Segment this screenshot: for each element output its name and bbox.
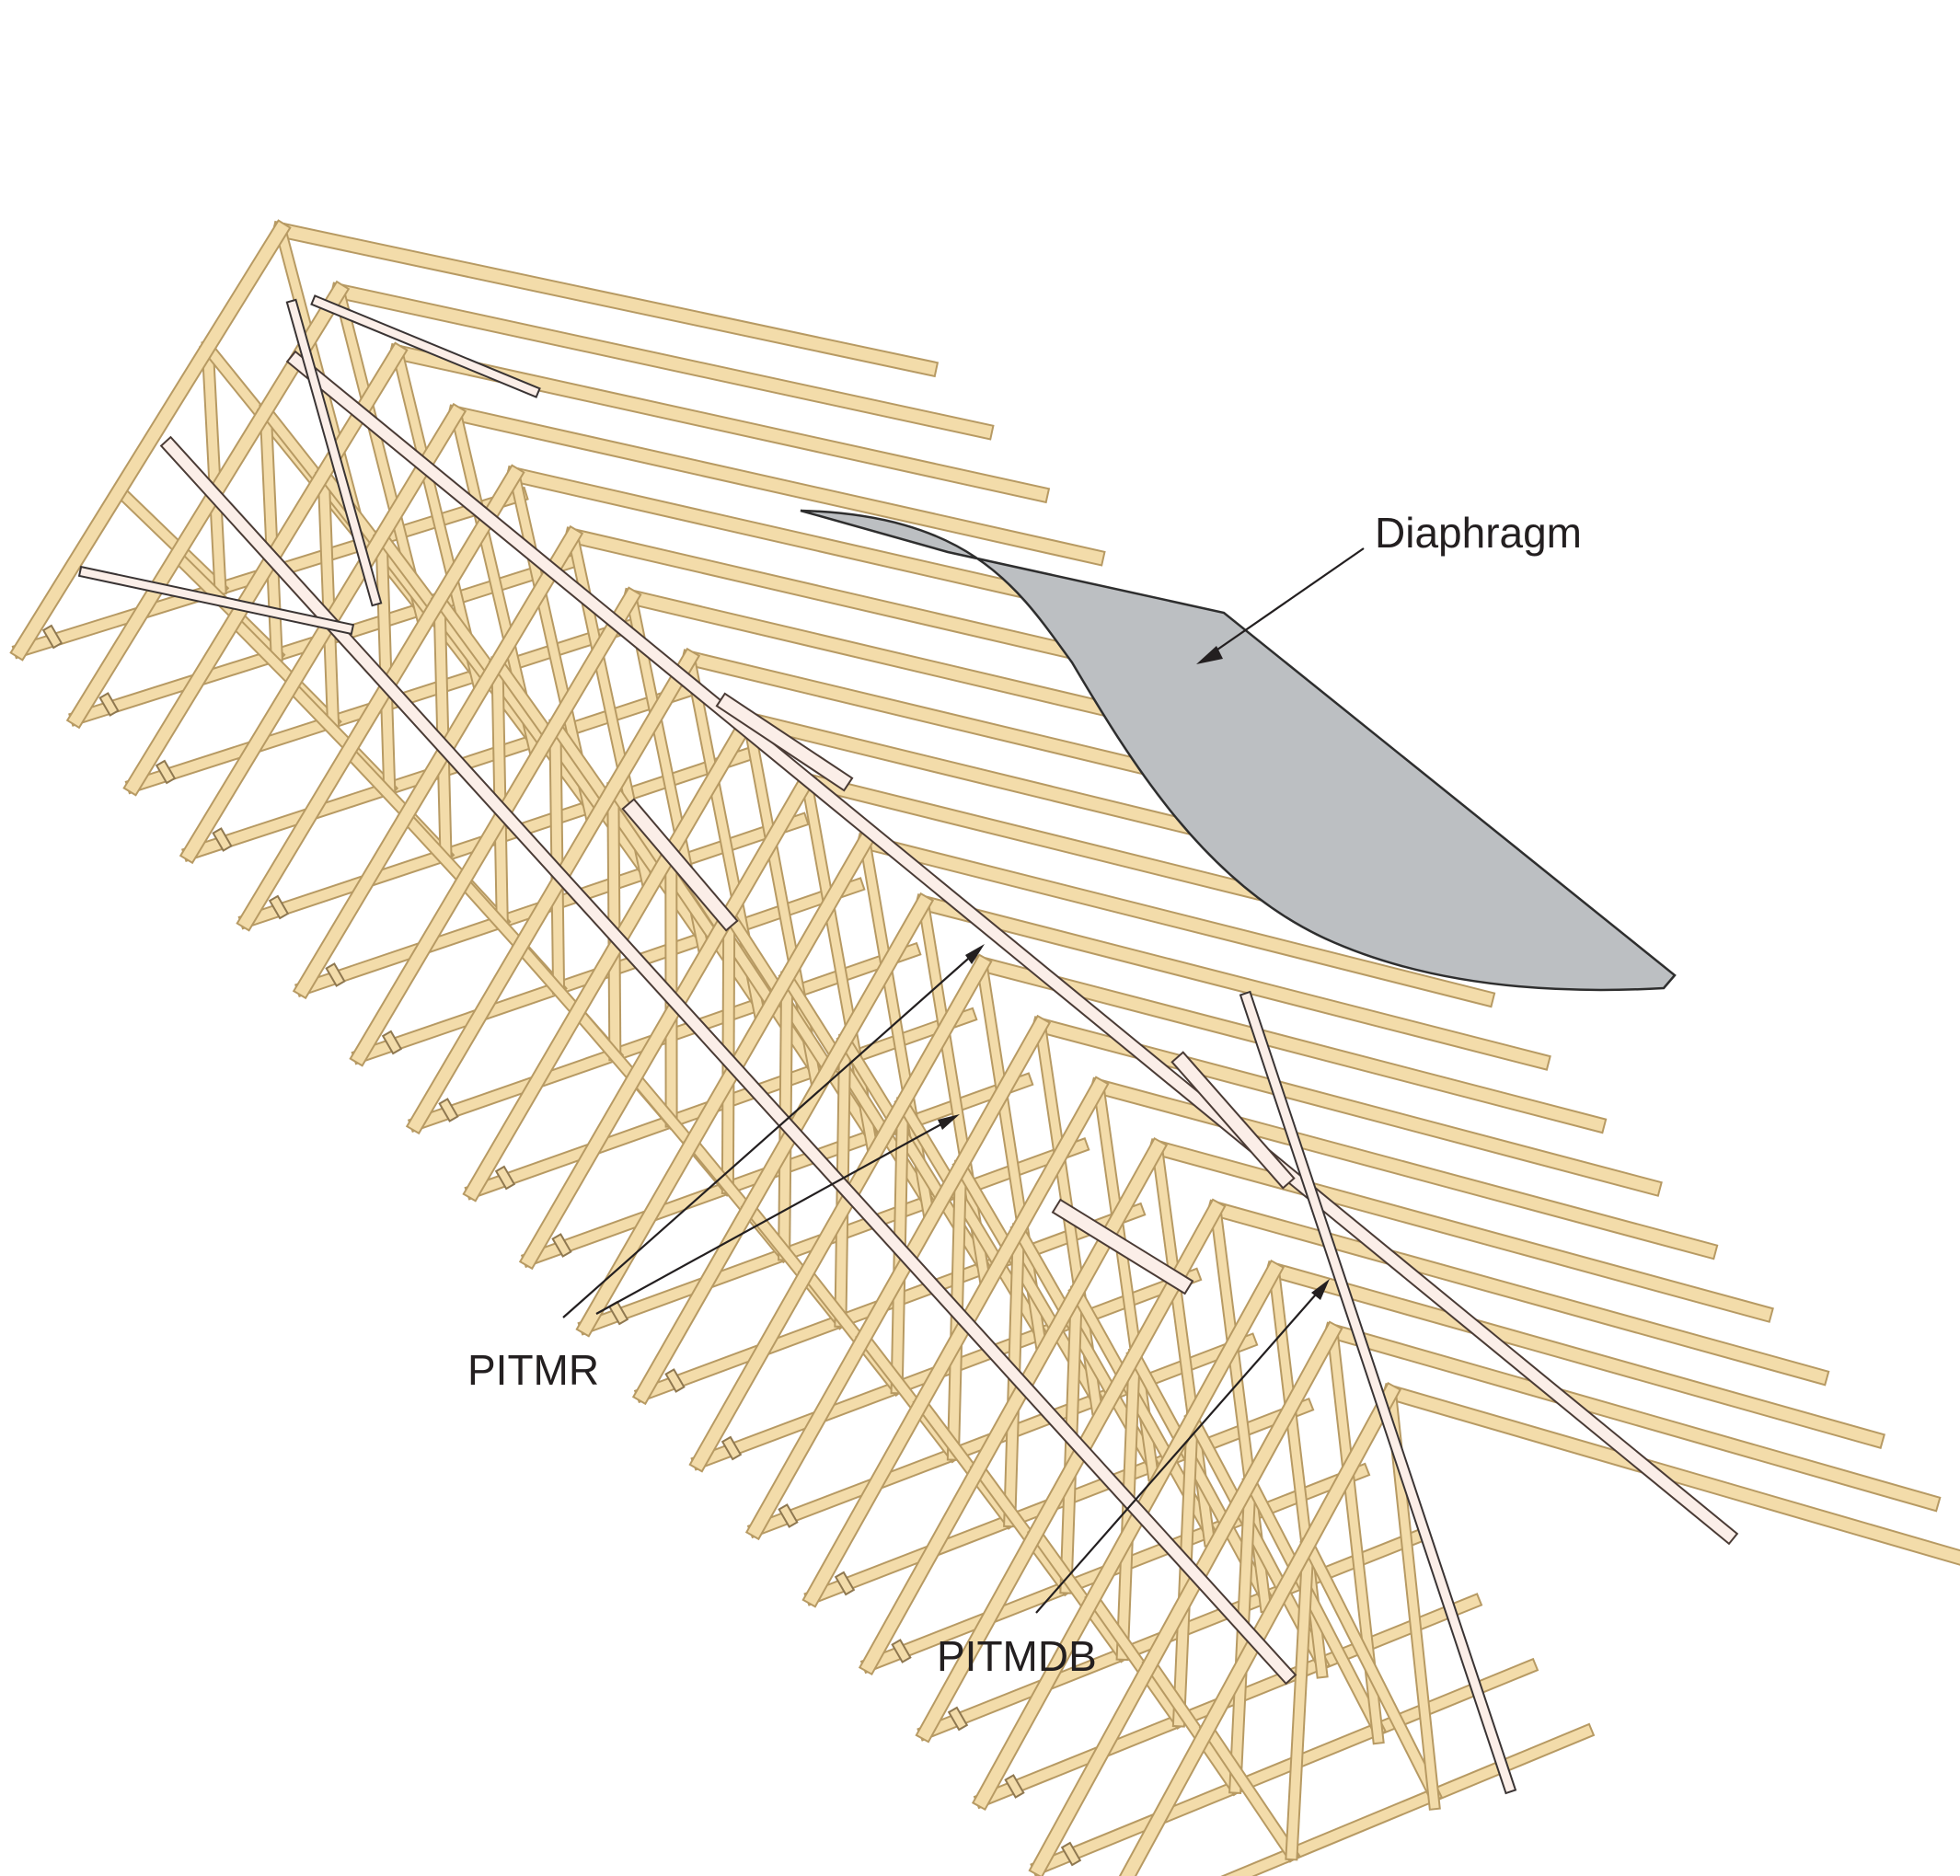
- truss-web: [317, 466, 340, 729]
- truss-far-top-chord: [1089, 1076, 1719, 1260]
- truss-far-top-chord: [446, 404, 1106, 567]
- pitmr-lap-splice: [715, 692, 854, 792]
- truss-top-chord: [744, 1014, 1052, 1541]
- truss-web: [546, 716, 712, 948]
- truss-web: [375, 530, 397, 795]
- truss-far-top-chord: [329, 282, 995, 441]
- truss-web: [606, 782, 622, 1062]
- truss-heel-block: [1004, 1774, 1025, 1799]
- truss-top-chord: [1118, 1381, 1402, 1876]
- truss-web: [432, 593, 453, 862]
- truss-far-top-chord: [914, 893, 1551, 1071]
- truss-far-top-chord: [271, 220, 940, 378]
- pitmr-lateral-restraint-upper: [285, 350, 1739, 1546]
- truss-web: [548, 719, 566, 995]
- pitmr-lap-splice: [1170, 1051, 1296, 1190]
- truss-far-top-chord: [1147, 1138, 1774, 1323]
- truss-web: [430, 591, 600, 816]
- truss-heel-block: [721, 1435, 743, 1461]
- truss-far-top-chord: [1264, 1260, 1885, 1449]
- end-diagonal-brace: [77, 565, 355, 636]
- truss-top-chord: [292, 524, 584, 1000]
- truss-web: [488, 653, 656, 882]
- truss-heel-block: [778, 1503, 799, 1528]
- pitmdb-arrowhead: [1311, 1279, 1330, 1300]
- end-diagonal-brace: [310, 294, 541, 398]
- pitmr-lateral-restraint-lower: [159, 435, 1297, 1686]
- truss-heel-block: [438, 1098, 459, 1122]
- truss-heel-block: [664, 1368, 686, 1393]
- truss-top-chord: [349, 586, 642, 1067]
- truss-web: [110, 481, 230, 598]
- truss-web: [1241, 1472, 1388, 1738]
- truss-top-chord: [801, 1076, 1110, 1608]
- truss-web: [969, 1459, 1076, 1597]
- pitmdb-pointer-line: [1035, 1287, 1322, 1614]
- truss-heel-block: [212, 827, 233, 852]
- truss-top-chord: [915, 1198, 1227, 1744]
- bracing-members: [77, 294, 1739, 1795]
- diaphragm-pointer-line: [1205, 547, 1365, 659]
- truss-top-chord: [122, 341, 409, 797]
- truss-top-chord: [631, 892, 935, 1406]
- truss-web: [490, 656, 509, 928]
- truss-heel-block: [1060, 1841, 1082, 1867]
- truss-top-chord: [405, 647, 701, 1135]
- truss-heel-block: [325, 962, 346, 987]
- truss-web: [372, 527, 544, 750]
- truss-bottom-chord: [1030, 1657, 1539, 1876]
- truss-far-top-chord: [1322, 1321, 1942, 1513]
- pitmr-lap-splice: [1051, 1198, 1194, 1295]
- truss-web: [741, 712, 823, 1087]
- pitmr-pointer-line-upper: [562, 951, 976, 1318]
- truss-web: [201, 340, 227, 595]
- pitmdb-diagonal-brace: [1239, 990, 1517, 1795]
- truss-web: [1285, 1537, 1315, 1861]
- truss-heel-block: [268, 894, 290, 920]
- truss-top-chord: [1028, 1320, 1343, 1876]
- truss-heel-block: [834, 1571, 856, 1596]
- truss-web: [1299, 1536, 1444, 1804]
- truss-top-chord: [688, 953, 993, 1473]
- truss-web: [1084, 1589, 1188, 1731]
- truss-web: [1026, 1525, 1132, 1663]
- pitmr-arrowhead-lower: [938, 1114, 960, 1130]
- pitmr-label: PITMR: [467, 1346, 599, 1394]
- truss-far-top-chord: [855, 832, 1496, 1008]
- truss-far-top-chord: [1380, 1382, 1960, 1566]
- pitmr-arrowhead-upper: [965, 944, 985, 964]
- truss-top-chord: [575, 831, 876, 1338]
- end-diagonal-brace: [285, 298, 383, 607]
- truss-web: [1141, 1654, 1245, 1797]
- truss-top-chord: [971, 1259, 1286, 1812]
- truss-far-top-chord: [1205, 1199, 1830, 1387]
- diaphragm-panel: [800, 509, 1677, 992]
- pitmdb-label: PITMDB: [937, 1632, 1097, 1680]
- truss-heel-block: [947, 1706, 969, 1732]
- pitmr-lap-splice: [621, 798, 739, 932]
- truss-web: [1198, 1720, 1301, 1863]
- truss-heel-block: [381, 1030, 403, 1055]
- truss-top-chord: [236, 464, 525, 932]
- truss-heel-block: [155, 759, 177, 785]
- truss-far-top-chord: [972, 954, 1608, 1134]
- truss-heel-block: [494, 1165, 516, 1191]
- diaphragm-label: Diaphragm: [1375, 509, 1582, 557]
- truss-front-members: [9, 219, 1444, 1876]
- truss-top-chord: [9, 219, 292, 662]
- truss-heel-block: [891, 1639, 912, 1663]
- truss-top-chord: [518, 769, 818, 1271]
- pitmr-pointer-line-lower: [595, 1120, 949, 1315]
- truss-heel-block: [41, 624, 63, 650]
- truss-top-chord: [462, 708, 759, 1203]
- diaphragm-arrowhead: [1196, 646, 1223, 664]
- truss-top-chord: [179, 402, 467, 865]
- truss-heel-block: [551, 1233, 572, 1258]
- truss-heel-block: [98, 692, 120, 717]
